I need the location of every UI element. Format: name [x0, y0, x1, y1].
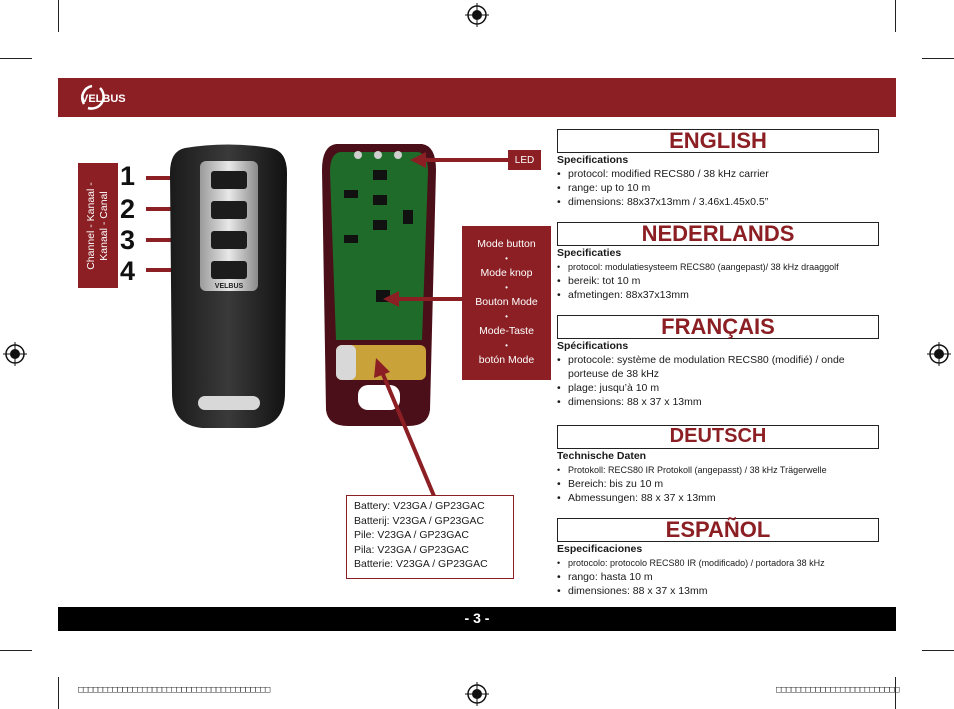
spec-item: protocol: modulatiesysteem RECS80 (aange… — [557, 260, 897, 274]
section-title: NEDERLANDS — [557, 222, 879, 246]
section-english: ENGLISH Specifications protocol: modifie… — [557, 129, 897, 209]
registration-mark-icon — [3, 342, 27, 366]
circuit-board-image — [322, 144, 436, 426]
crop-mark — [0, 650, 32, 651]
section-title: ENGLISH — [557, 129, 879, 153]
spec-item: dimensions: 88x37x13mm / 3.46x1.45x0.5” — [557, 195, 897, 209]
section-heading: Specificaties — [557, 247, 622, 259]
registration-mark-icon — [465, 3, 489, 27]
crop-mark — [58, 677, 59, 709]
spec-item: protocol: modified RECS80 / 38 kHz carri… — [557, 167, 897, 181]
crop-mark — [0, 58, 32, 59]
section-heading: Technische Daten — [557, 450, 647, 462]
section-french: FRANÇAIS Spécifications protocole: systè… — [557, 315, 897, 409]
remote-brand-text: VELBUS — [215, 283, 244, 290]
crop-mark — [58, 0, 59, 32]
mode-label-en: Mode button — [477, 238, 536, 250]
spec-item: protocole: système de modulation RECS80 … — [557, 353, 857, 381]
battery-line-de: Batterie: V23GA / GP23GAC — [354, 558, 488, 570]
spec-item: Bereich: bis zu 10 m — [557, 477, 897, 491]
led-label: LED — [508, 150, 541, 170]
led-arrow — [410, 152, 508, 168]
spec-item: range: up to 10 m — [557, 181, 897, 195]
mode-label-es: botón Mode — [478, 354, 535, 366]
spec-item: dimensions: 88 x 37 x 13mm — [557, 395, 857, 409]
section-title: DEUTSCH — [557, 425, 879, 449]
section-german: DEUTSCH Technische Daten Protokoll: RECS… — [557, 425, 897, 505]
separator: • — [505, 282, 508, 292]
channel-label-line1: Channel - Kanaal - — [85, 181, 97, 270]
channel-number-2: 2 — [120, 194, 136, 224]
separator: • — [505, 311, 508, 321]
battery-line-es: Pila: V23GA / GP23GAC — [354, 543, 469, 556]
header-banner: VELBUS — [58, 78, 896, 117]
spec-item: dimensiones: 88 x 37 x 13mm — [557, 584, 897, 598]
spec-item: Protokoll: RECS80 IR Protokoll (angepass… — [557, 463, 897, 477]
crop-mark — [895, 0, 896, 32]
mode-label-fr: Bouton Mode — [475, 296, 538, 308]
channel-label-line2: Kanaal - Canal — [98, 190, 110, 261]
print-code-right: □□□□□□□□□□□□□□□□□□□□□□□□□ — [776, 685, 899, 695]
spec-item: afmetingen: 88x37x13mm — [557, 288, 897, 302]
mode-label-nl: Mode knop — [480, 267, 533, 279]
section-dutch: NEDERLANDS Specificaties protocol: modul… — [557, 222, 897, 302]
crop-mark — [922, 650, 954, 651]
section-spanish: ESPAÑOL Especificaciones protocolo: prot… — [557, 518, 897, 598]
footer-bar: - 3 - — [58, 607, 896, 631]
registration-mark-icon — [927, 342, 951, 366]
section-title: FRANÇAIS — [557, 315, 879, 339]
print-code-left: □□□□□□□□□□□□□□□□□□□□□□□□□□□□□□□□□□□□□□□ — [78, 685, 270, 695]
channel-number-4: 4 — [120, 256, 136, 286]
battery-label: Battery: V23GA / GP23GAC Batterij: V23GA… — [346, 495, 514, 579]
spec-item: bereik: tot 10 m — [557, 274, 897, 288]
mode-label-de: Mode-Taste — [479, 325, 534, 337]
spec-item: protocolo: protocolo RECS80 IR (modifica… — [557, 556, 897, 570]
crop-mark — [922, 58, 954, 59]
battery-arrow — [374, 358, 436, 497]
section-title: ESPAÑOL — [557, 518, 879, 542]
registration-mark-icon — [465, 682, 489, 706]
page-number: - 3 - — [464, 610, 490, 626]
section-heading: Spécifications — [557, 340, 629, 352]
spec-item: Abmessungen: 88 x 37 x 13mm — [557, 491, 897, 505]
spec-item: rango: hasta 10 m — [557, 570, 897, 584]
channel-number-3: 3 — [120, 225, 136, 255]
separator: • — [505, 253, 508, 263]
crop-mark — [895, 677, 896, 709]
battery-line-nl: Batterij: V23GA / GP23GAC — [354, 514, 485, 527]
mode-arrow — [383, 291, 463, 307]
channel-number-1: 1 — [120, 161, 136, 191]
battery-line-fr: Pile: V23GA / GP23GAC — [354, 529, 469, 541]
section-heading: Especificaciones — [557, 543, 643, 555]
remote-control-image: VELBUS — [170, 144, 287, 428]
section-heading: Specifications — [557, 154, 629, 166]
channel-label: Channel - Kanaal - Kanaal - Canal — [78, 163, 118, 288]
battery-line-en: Battery: V23GA / GP23GAC — [354, 500, 485, 512]
logo-text: VELBUS — [81, 93, 126, 105]
separator: • — [505, 340, 508, 350]
spec-item: plage: jusqu’à 10 m — [557, 381, 857, 395]
mode-button-label: Mode button • Mode knop • Bouton Mode • … — [462, 226, 551, 380]
velbus-logo: VELBUS — [81, 84, 126, 110]
